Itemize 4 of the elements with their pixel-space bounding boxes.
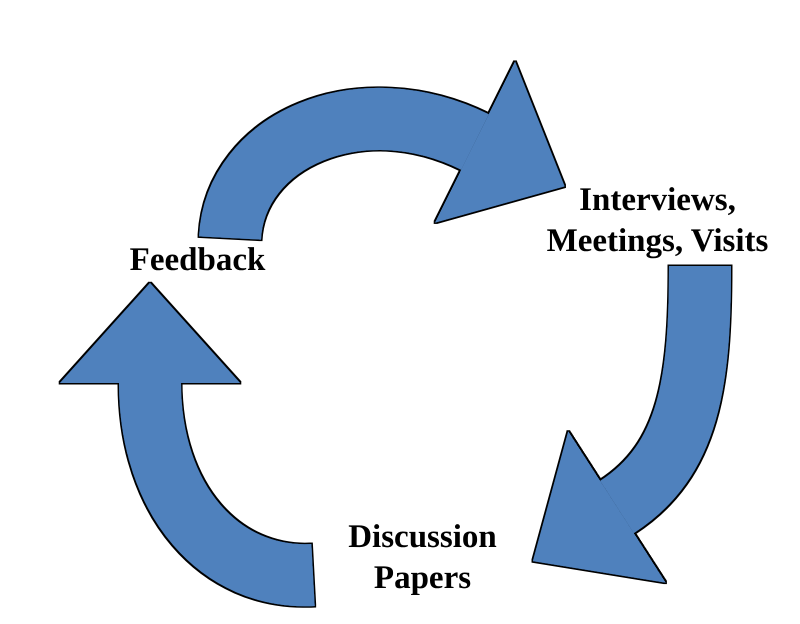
node-label: Feedback (128, 241, 266, 280)
node-label: Interviews, Meetings, Visits (546, 181, 770, 262)
block-arrow (536, 266, 731, 580)
node-label: Discussion Papers (347, 518, 498, 598)
